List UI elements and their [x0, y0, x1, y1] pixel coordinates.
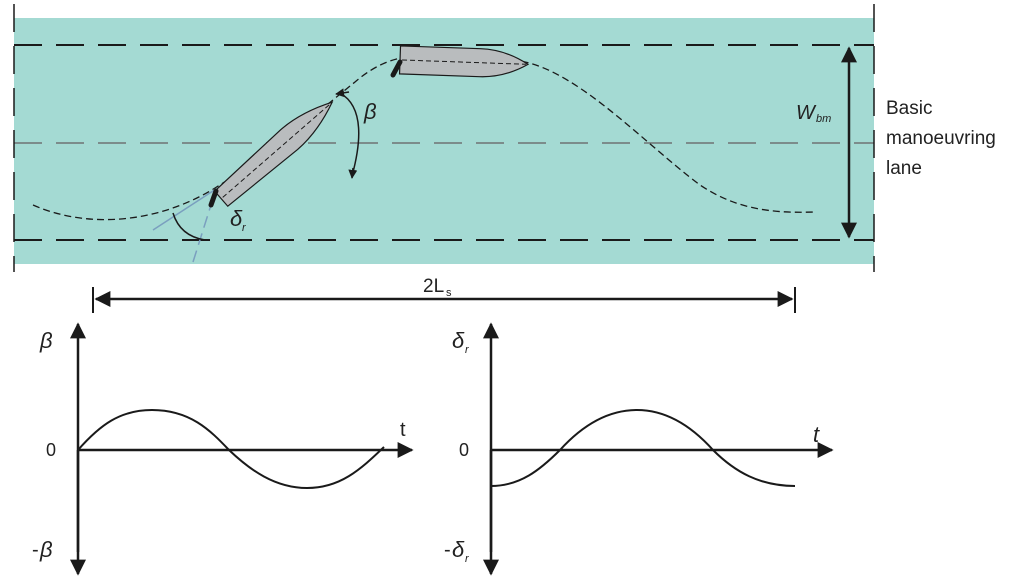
rudder-plot-zero-label: 0: [459, 440, 469, 460]
ship-hull-angled: [213, 101, 334, 208]
rudder-angle-arc: [172, 212, 206, 241]
drift-plot-y-bottom-prefix: -: [32, 539, 39, 561]
drift-angle-arc: [339, 92, 360, 177]
rudder-crest: [390, 59, 403, 78]
rudder-plot-curve: [490, 408, 796, 487]
drift-plot-x-label: t: [400, 419, 406, 441]
span-subscript: s: [446, 287, 452, 299]
span-label: 2L: [423, 276, 444, 297]
drift-arrow-start: [335, 88, 350, 98]
lane-label-line2: manoeuvring: [886, 128, 996, 149]
drift-plot-y-bottom-label: β: [39, 537, 53, 562]
rudder-plot-x-label: t: [813, 422, 820, 447]
ship-hull-crest: [398, 45, 530, 78]
rudder-plot-y-top-sub: r: [465, 344, 470, 356]
rudder-plot-y-bottom-label: δ: [452, 537, 465, 562]
drift-plot-y-top-label: β: [39, 328, 53, 353]
rudder-reference-line: [152, 188, 217, 231]
rudder-angled: [208, 188, 219, 208]
rudder-plot-y-bottom-sub: r: [465, 553, 470, 565]
drift-plot-zero-label: 0: [46, 440, 56, 460]
drift-angle-label: β: [363, 99, 377, 124]
lane-label-line1: Basic: [886, 98, 932, 119]
lane-width-subscript: bm: [816, 113, 831, 125]
drift-plot-curve: [77, 408, 385, 490]
lane-width-symbol: W: [796, 102, 817, 124]
rudder-plot-y-bottom-prefix: -: [444, 539, 451, 561]
rudder-plot-y-top-label: δ: [452, 328, 465, 353]
drift-arrow-end: [348, 167, 358, 179]
ship-path: [32, 55, 816, 221]
lane-label-line3: lane: [886, 158, 922, 179]
rudder-angle-subscript: r: [242, 222, 247, 234]
rudder-angle-label: δ: [230, 206, 243, 231]
